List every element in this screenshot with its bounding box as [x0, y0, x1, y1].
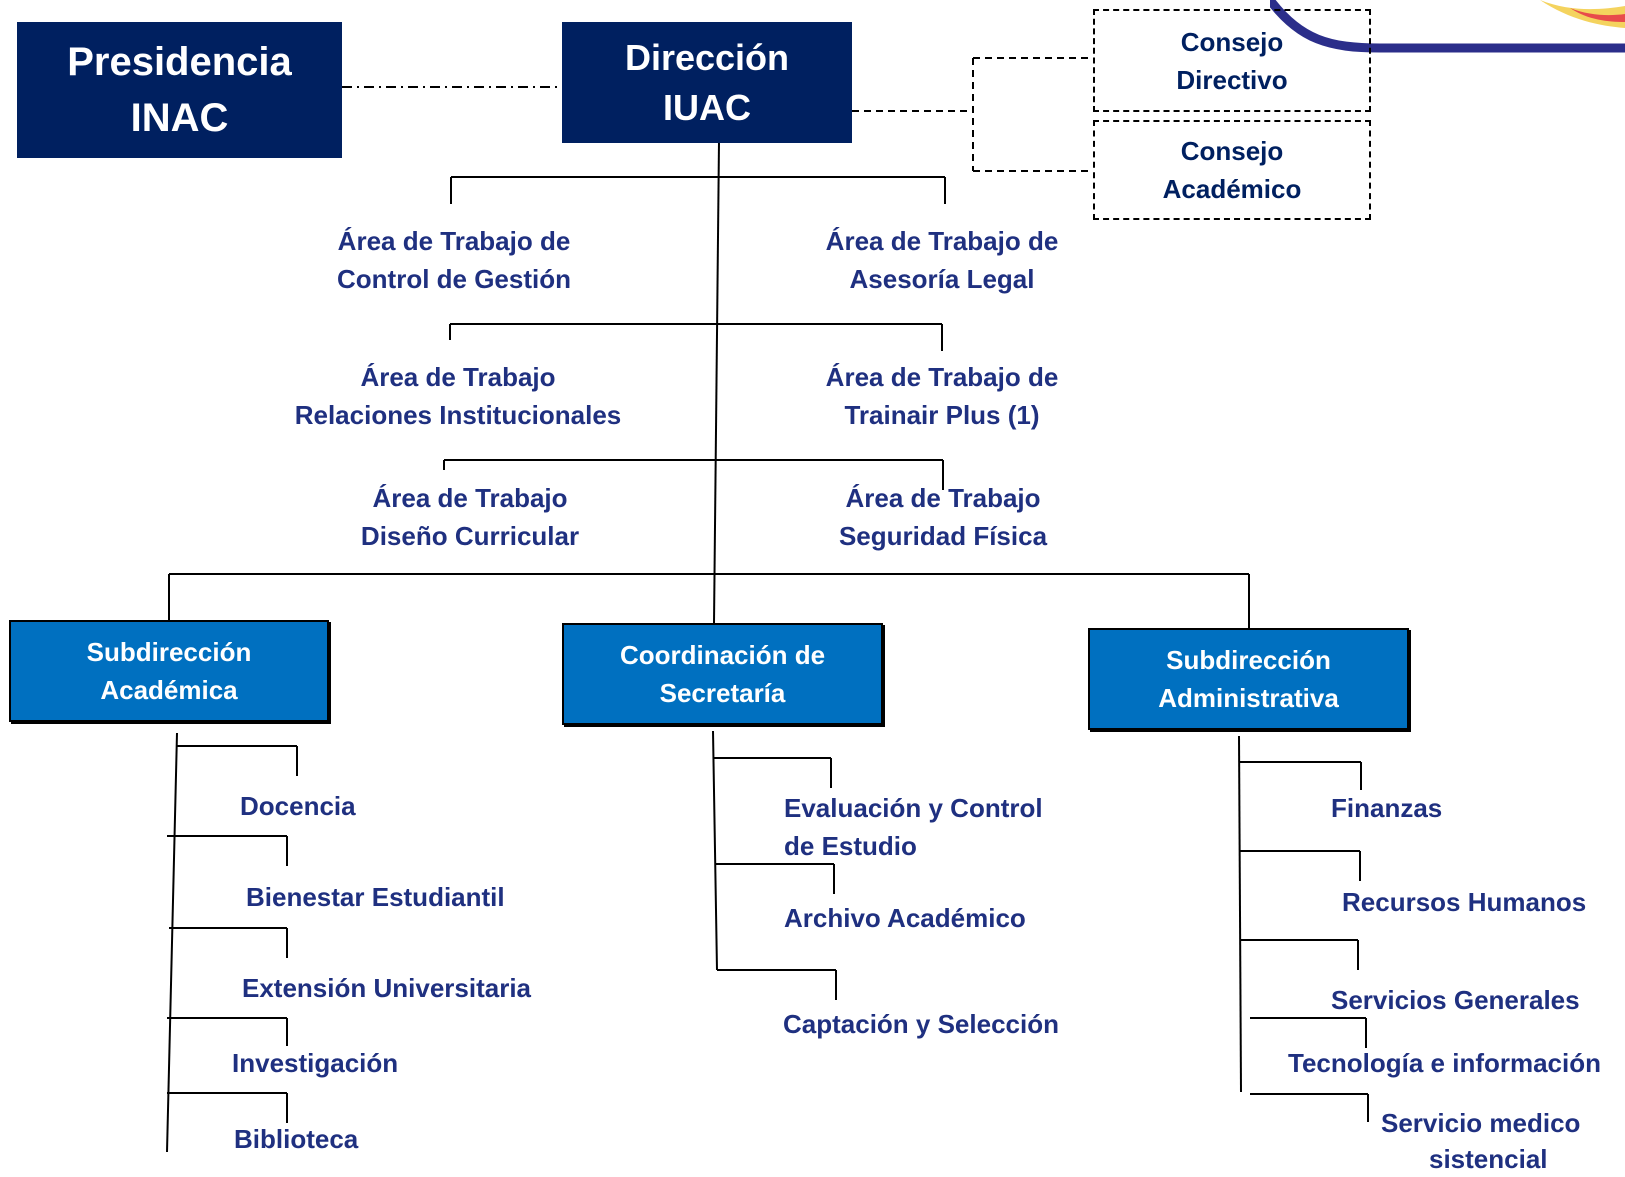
- item-docencia: Docencia: [240, 791, 356, 821]
- presidencia-line-1: Presidencia: [67, 40, 292, 84]
- item-bienestar: Bienestar Estudiantil: [246, 882, 505, 912]
- area-asesoria-legal-line-2: Asesoría Legal: [849, 264, 1035, 294]
- item-investigacion: Investigación: [232, 1048, 399, 1078]
- area-diseno-line-1: Área de Trabajo: [372, 483, 568, 513]
- area-relaciones-line-1: Área de Trabajo: [360, 362, 556, 392]
- item-extension: Extensión Universitaria: [242, 973, 531, 1003]
- consejo-directivo-line-2: Directivo: [1176, 64, 1288, 95]
- item-evaluacion-line-2: de Estudio: [784, 831, 917, 861]
- item-biblioteca: Biblioteca: [234, 1124, 359, 1154]
- direccion-line-1: Dirección: [624, 36, 790, 78]
- item-evaluacion-line-1: Evaluación y Control: [784, 793, 1043, 823]
- coordinacion-secretaria-line-2: Secretaría: [659, 678, 786, 708]
- item-evaluacion: Evaluación y Control de Estudio: [784, 789, 1043, 865]
- consejo-directivo-line-1: Consejo: [1180, 26, 1284, 57]
- item-tecnologia: Tecnología e información: [1288, 1048, 1602, 1078]
- subdireccion-administrativa-line-1: Subdirección: [1166, 645, 1331, 675]
- item-recursos-humanos: Recursos Humanos: [1342, 887, 1587, 917]
- consejo-academico-line-1: Consejo: [1180, 136, 1284, 166]
- subdireccion-administrativa-box: Subdirección Administrativa: [1088, 628, 1409, 730]
- area-trainair: Área de Trabajo de Trainair Plus (1): [826, 358, 1059, 434]
- area-asesoria-legal: Área de Trabajo de Asesoría Legal: [826, 222, 1059, 298]
- area-diseno-line-2: Diseño Curricular: [360, 521, 580, 551]
- area-seguridad-line-1: Área de Trabajo: [845, 483, 1041, 513]
- consejo-academico-box: Consejo Académico: [1093, 120, 1371, 220]
- subdireccion-administrativa-line-2: Administrativa: [1158, 683, 1339, 713]
- presidencia-box: Presidencia INAC: [17, 22, 342, 158]
- area-control-gestion: Área de Trabajo de Control de Gestión: [337, 222, 571, 298]
- coordinacion-secretaria-line-1: Coordinación de: [619, 640, 826, 670]
- area-control-gestion-line-1: Área de Trabajo de: [337, 226, 571, 256]
- item-finanzas: Finanzas: [1331, 793, 1443, 823]
- administrativa-vertical: [1238, 735, 1242, 1093]
- subdireccion-academica-line-2: Académica: [100, 675, 238, 705]
- item-servicio-medico-line-2: sistencial: [1429, 1144, 1548, 1174]
- consejo-academico-line-2: Académico: [1162, 174, 1302, 204]
- subdireccion-academica-line-1: Subdirección: [86, 637, 252, 667]
- area-relaciones: Área de Trabajo Relaciones Institucional…: [295, 358, 622, 434]
- item-captacion: Captación y Selección: [783, 1009, 1059, 1039]
- coordinacion-secretaria-box: Coordinación de Secretaría: [562, 623, 883, 725]
- direccion-box: Dirección IUAC: [562, 22, 852, 143]
- item-servicios-generales: Servicios Generales: [1331, 985, 1580, 1015]
- area-relaciones-line-2: Relaciones Institucionales: [294, 400, 622, 430]
- subdireccion-academica-box: Subdirección Académica: [9, 620, 329, 722]
- academica-vertical: [166, 732, 178, 1153]
- item-servicio-medico-line-1: Servicio medico: [1381, 1108, 1581, 1138]
- area-seguridad-line-2: Seguridad Física: [838, 521, 1048, 551]
- presidencia-line-2: INAC: [130, 96, 229, 140]
- area-asesoria-legal-line-1: Área de Trabajo de: [825, 226, 1059, 256]
- item-servicio-medico: Servicio medico sistencial: [1381, 1105, 1580, 1177]
- area-control-gestion-line-2: Control de Gestión: [337, 264, 571, 294]
- item-archivo: Archivo Académico: [784, 903, 1026, 933]
- area-trainair-line-2: Trainair Plus (1): [844, 400, 1040, 430]
- consejo-directivo-box: Consejo Directivo: [1093, 9, 1371, 112]
- area-trainair-line-1: Área de Trabajo de: [825, 362, 1059, 392]
- logo-swoosh-icon: [1270, 0, 1625, 53]
- secretaria-vertical: [712, 730, 718, 971]
- area-seguridad: Área de Trabajo Seguridad Física: [839, 479, 1047, 555]
- area-diseno: Área de Trabajo Diseño Curricular: [361, 479, 579, 555]
- trunk-vertical: [713, 140, 720, 624]
- direccion-line-2: IUAC: [663, 86, 751, 128]
